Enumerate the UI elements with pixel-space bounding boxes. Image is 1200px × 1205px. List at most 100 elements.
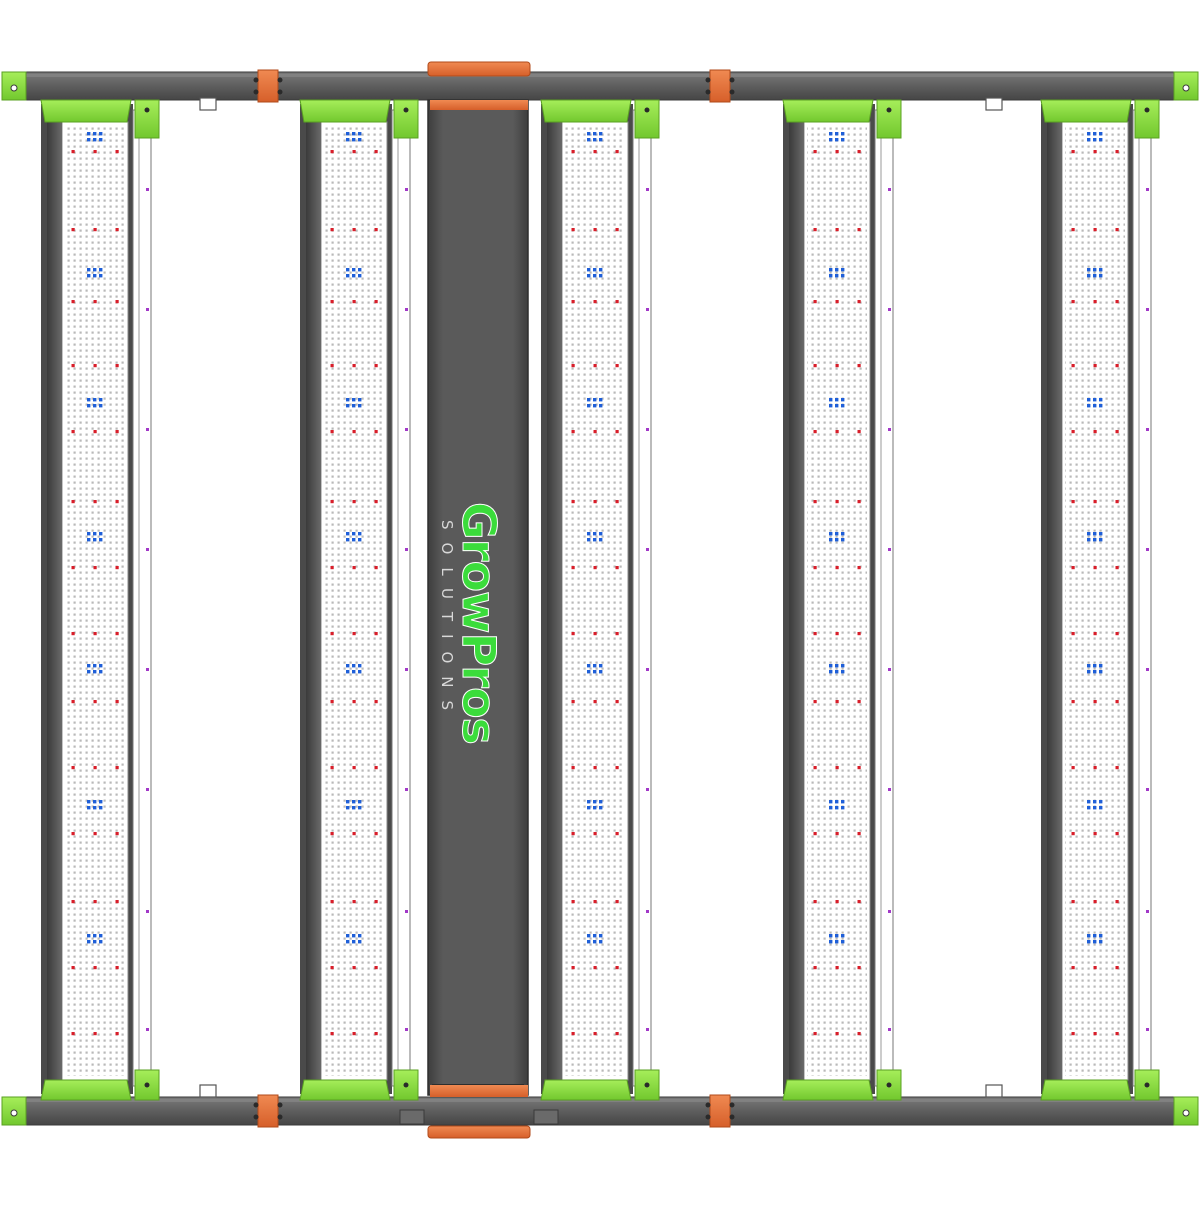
red-diode bbox=[93, 566, 97, 570]
blue-diode bbox=[835, 274, 839, 278]
red-diode bbox=[1093, 632, 1097, 636]
blue-diode bbox=[358, 670, 362, 674]
blue-diode bbox=[1087, 670, 1091, 674]
purple-diode bbox=[146, 668, 149, 671]
blue-diode bbox=[835, 940, 839, 944]
red-diode bbox=[835, 632, 839, 636]
blue-diode bbox=[99, 132, 103, 136]
red-diode bbox=[1115, 364, 1119, 368]
red-diode bbox=[835, 364, 839, 368]
blue-diode bbox=[841, 934, 845, 938]
bottom-bracket bbox=[782, 1079, 874, 1101]
blue-diode bbox=[829, 268, 833, 272]
red-diode bbox=[71, 300, 75, 304]
purple-diode bbox=[146, 788, 149, 791]
blue-diode bbox=[346, 664, 350, 668]
red-diode bbox=[352, 832, 356, 836]
red-diode bbox=[571, 228, 575, 232]
blue-diode bbox=[587, 404, 591, 408]
blue-diode bbox=[599, 274, 603, 278]
blue-diode bbox=[346, 138, 350, 142]
red-diode bbox=[1115, 900, 1119, 904]
red-diode bbox=[352, 966, 356, 970]
red-diode bbox=[352, 566, 356, 570]
blue-diode bbox=[93, 806, 97, 810]
red-diode bbox=[1093, 300, 1097, 304]
red-diode bbox=[615, 632, 619, 636]
blue-diode bbox=[87, 934, 91, 938]
red-diode bbox=[93, 766, 97, 770]
red-diode bbox=[352, 766, 356, 770]
red-diode bbox=[330, 700, 334, 704]
blue-diode bbox=[587, 670, 591, 674]
led-bar bbox=[540, 99, 660, 1101]
blue-diode bbox=[346, 800, 350, 804]
red-diode bbox=[1115, 228, 1119, 232]
purple-diode bbox=[1146, 188, 1149, 191]
blue-diode bbox=[1093, 268, 1097, 272]
red-diode bbox=[330, 832, 334, 836]
red-diode bbox=[374, 900, 378, 904]
blue-diode bbox=[93, 940, 97, 944]
blue-diode bbox=[593, 800, 597, 804]
side-bracket bbox=[393, 99, 419, 139]
red-diode bbox=[571, 566, 575, 570]
top-bracket bbox=[1040, 99, 1132, 123]
blue-diode bbox=[835, 404, 839, 408]
red-diode bbox=[857, 900, 861, 904]
red-diode bbox=[615, 766, 619, 770]
red-diode bbox=[615, 150, 619, 154]
blue-diode bbox=[829, 806, 833, 810]
blue-diode bbox=[599, 800, 603, 804]
red-diode bbox=[813, 632, 817, 636]
purple-diode bbox=[146, 910, 149, 913]
purple-diode bbox=[646, 548, 649, 551]
blue-diode bbox=[358, 404, 362, 408]
red-diode bbox=[571, 150, 575, 154]
red-diode bbox=[593, 632, 597, 636]
driver-housing bbox=[427, 99, 529, 1096]
red-diode bbox=[593, 566, 597, 570]
red-diode bbox=[71, 832, 75, 836]
purple-diode bbox=[646, 188, 649, 191]
blue-diode bbox=[1087, 538, 1091, 542]
red-diode bbox=[115, 150, 119, 154]
red-diode bbox=[857, 766, 861, 770]
purple-diode bbox=[405, 188, 408, 191]
red-diode bbox=[115, 832, 119, 836]
red-diode bbox=[71, 430, 75, 434]
purple-diode bbox=[405, 1028, 408, 1031]
red-diode bbox=[374, 966, 378, 970]
red-diode bbox=[813, 150, 817, 154]
blue-diode bbox=[1087, 934, 1091, 938]
purple-diode bbox=[1146, 910, 1149, 913]
red-diode bbox=[374, 500, 378, 504]
blue-diode bbox=[829, 934, 833, 938]
red-diode bbox=[115, 632, 119, 636]
red-diode bbox=[857, 700, 861, 704]
red-diode bbox=[1115, 566, 1119, 570]
red-diode bbox=[813, 228, 817, 232]
red-diode bbox=[1115, 300, 1119, 304]
blue-diode bbox=[352, 274, 356, 278]
blue-diode bbox=[1099, 806, 1103, 810]
led-bar bbox=[782, 99, 902, 1101]
blue-diode bbox=[352, 132, 356, 136]
red-diode bbox=[835, 228, 839, 232]
red-diode bbox=[813, 566, 817, 570]
top-bracket bbox=[782, 99, 874, 123]
blue-diode bbox=[829, 398, 833, 402]
purple-diode bbox=[405, 428, 408, 431]
purple-diode bbox=[888, 308, 891, 311]
blue-diode bbox=[599, 940, 603, 944]
rail-connector bbox=[709, 69, 731, 103]
blue-diode bbox=[346, 940, 350, 944]
blue-diode bbox=[599, 670, 603, 674]
red-diode bbox=[835, 1032, 839, 1036]
blue-diode bbox=[87, 274, 91, 278]
red-diode bbox=[615, 228, 619, 232]
purple-diode bbox=[888, 788, 891, 791]
blue-diode bbox=[593, 404, 597, 408]
red-diode bbox=[593, 1032, 597, 1036]
